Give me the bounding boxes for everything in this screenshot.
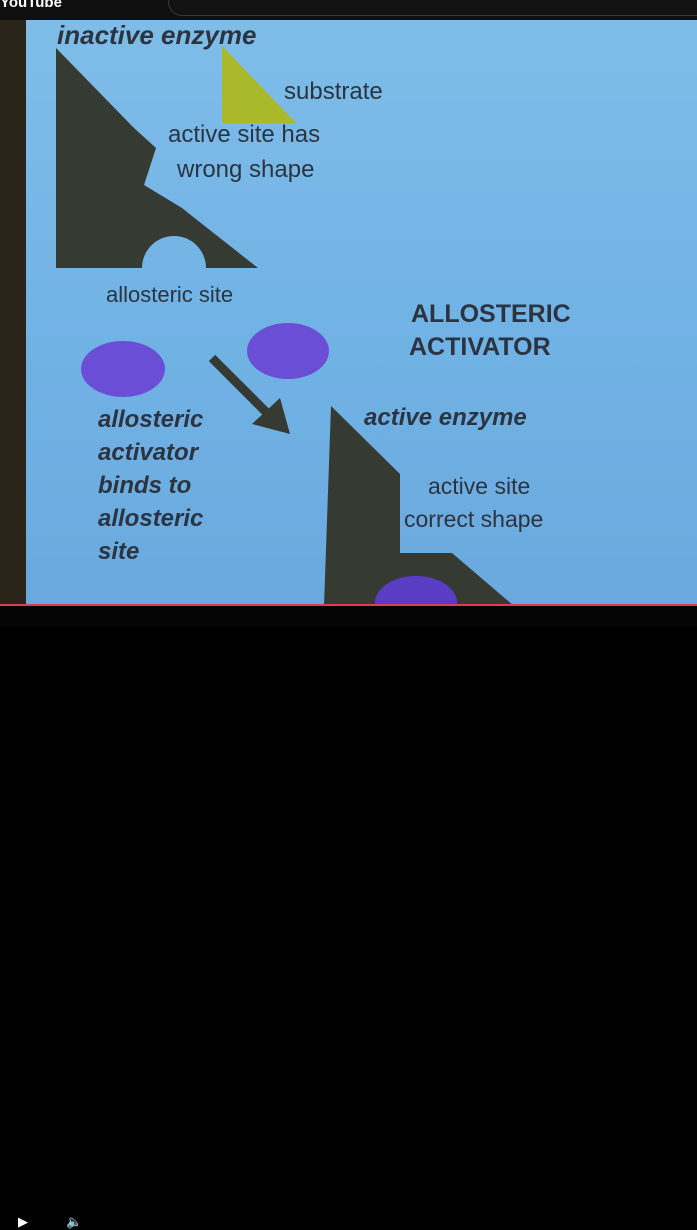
active-enzyme-title: active enzyme	[364, 404, 527, 431]
progress-bar[interactable]	[0, 604, 697, 607]
substrate-triangle	[222, 46, 296, 123]
youtube-logo[interactable]: YouTube	[0, 0, 62, 11]
youtube-header: YouTube	[0, 0, 697, 20]
binds-text-line5: site	[98, 538, 140, 565]
video-frame-edge	[0, 20, 26, 606]
search-bar[interactable]	[168, 0, 697, 16]
slide-heading-line1: ALLOSTERIC	[411, 300, 571, 328]
binds-text-line2: activator	[98, 439, 199, 466]
play-icon[interactable]: ▶	[18, 1214, 28, 1229]
player-controls: ▶ 🔈	[0, 606, 697, 1229]
active-enzyme-shape	[324, 406, 514, 606]
binds-text-line4: allosteric	[98, 505, 204, 532]
inactive-enzyme-shape	[56, 48, 258, 268]
lecture-slide: inactive enzyme substrate active site ha…	[26, 20, 697, 606]
bound-activator-oval	[375, 576, 457, 606]
active-site-wrong-line1: active site has	[168, 121, 321, 148]
inactive-enzyme-title: inactive enzyme	[57, 20, 257, 50]
active-site-correct-line2: correct shape	[404, 506, 544, 532]
binds-text-line1: allosteric	[98, 406, 204, 433]
activator-oval-left	[81, 341, 165, 397]
arrow-head	[252, 398, 290, 434]
slide-heading-line2: ACTIVATOR	[409, 333, 551, 361]
binds-text-line3: binds to	[98, 472, 192, 499]
video-player[interactable]: inactive enzyme substrate active site ha…	[0, 20, 697, 606]
arrow-shaft	[208, 354, 276, 422]
active-site-correct-line1: active site	[428, 473, 531, 499]
diagram-shapes	[56, 46, 514, 606]
volume-icon[interactable]: 🔈	[66, 1214, 83, 1229]
activator-oval-right	[247, 323, 329, 379]
active-site-wrong-line2: wrong shape	[177, 156, 315, 183]
substrate-label: substrate	[284, 78, 383, 105]
allosteric-site-label: allosteric site	[106, 282, 234, 307]
